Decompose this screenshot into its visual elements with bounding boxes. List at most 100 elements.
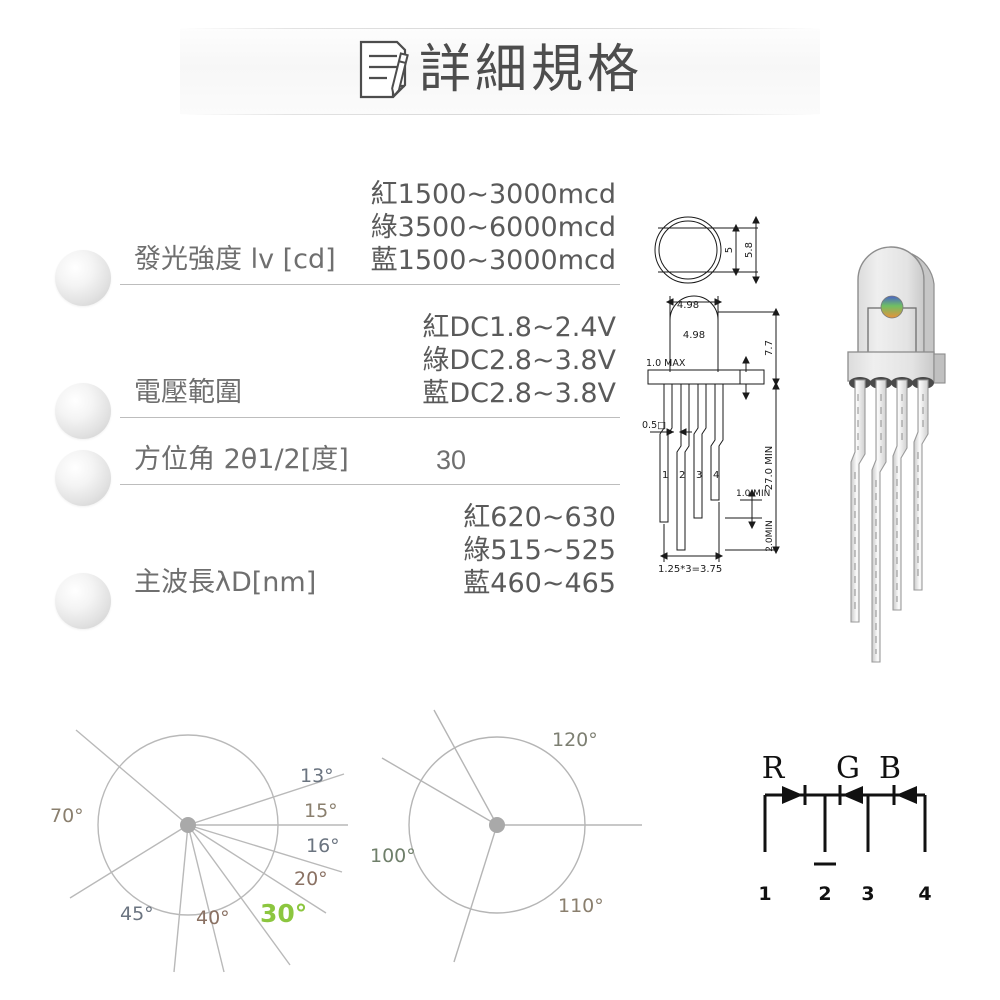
table-row: 發光強度 lv [cd] 紅1500~3000mcd 綠3500~6000mcd…	[55, 160, 620, 306]
led-leads	[850, 379, 929, 663]
ray-30	[187, 824, 291, 966]
lead-spacing-label: 1.25*3=3.75	[658, 564, 722, 575]
diode-g	[838, 785, 863, 805]
spec-value: 紅620~630	[463, 502, 616, 534]
angle-chart-right: 120° 100° 110°	[352, 700, 652, 970]
ray-20	[187, 824, 327, 914]
lead-length-dim	[725, 381, 780, 555]
lead-center-lines	[854, 394, 924, 654]
side-view-width-label: 4.98	[683, 330, 705, 341]
ray-70a	[75, 729, 189, 826]
side-view-height-dim	[718, 307, 780, 401]
spec-value: 紅1500~3000mcd	[370, 179, 616, 211]
schematic-pin-1: 1	[758, 883, 771, 905]
angle-label-120: 120°	[552, 729, 598, 751]
led-illustration	[838, 222, 988, 692]
led-dome-side	[911, 253, 935, 358]
page-title-group: 詳細規格	[0, 22, 1000, 118]
top-view-width-label: 4.98	[677, 300, 699, 311]
angle-center-dot-right	[489, 817, 505, 833]
header-band-fill	[180, 29, 820, 114]
angle-label-100: 100°	[370, 845, 416, 867]
schematic-pin-4: 4	[918, 883, 931, 905]
ray-70b	[69, 824, 189, 899]
spec-value: 綠DC2.8~3.8V	[422, 345, 616, 377]
spec-value: 綠3500~6000mcd	[370, 212, 616, 244]
schematic-label-g: G	[836, 751, 860, 786]
ray-13	[187, 773, 345, 826]
bullet-sphere-icon	[55, 383, 111, 439]
spec-value: 藍1500~3000mcd	[370, 245, 616, 277]
schematic-wires	[763, 793, 927, 852]
header-band-line-top	[180, 28, 820, 29]
ray-45	[173, 824, 189, 973]
side-view-height-label: 7.7	[764, 340, 775, 356]
lead-step-dims	[725, 488, 762, 530]
bullet-sphere-icon	[55, 450, 111, 506]
top-view-inner-height-label: 5	[724, 247, 735, 253]
top-view-circles	[654, 216, 722, 284]
bullet-sphere-icon	[55, 573, 111, 629]
angle-label-40: 40°	[196, 907, 230, 929]
top-view-outer-height-label: 5.8	[744, 242, 755, 258]
side-view-body	[647, 295, 765, 385]
ray-110a	[433, 709, 498, 826]
angle-center-dot	[180, 817, 196, 833]
side-view-width-dim	[665, 296, 723, 372]
spec-values: 紅620~630 綠515~525 藍460~465	[463, 502, 616, 603]
pin-number-2: 2	[679, 470, 685, 481]
lead-pitch-dim	[650, 428, 692, 436]
lead-spacing-dim	[659, 502, 724, 562]
diode-r	[782, 785, 807, 805]
table-row: 主波長λD[nm] 紅620~630 綠515~525 藍460~465	[55, 485, 620, 629]
angle-label-45: 45°	[120, 903, 154, 925]
spec-values: 紅DC1.8~2.4V 綠DC2.8~3.8V 藍DC2.8~3.8V	[422, 312, 616, 413]
schematic-label-r: R	[762, 751, 786, 786]
angle-label-15: 15°	[304, 800, 338, 822]
lead-step-label: 1.0 MIN	[736, 489, 770, 499]
bullet-sphere-icon	[55, 250, 111, 306]
angle-chart-left: 70° 13° 15° 16° 20° 30° 40° 45°	[28, 700, 358, 973]
led-flange-side	[933, 353, 946, 384]
schematic-pin-3: 3	[861, 883, 874, 905]
angle-label-13: 13°	[300, 765, 334, 787]
ray-16	[187, 824, 343, 873]
angle-label-16: 16°	[306, 835, 340, 857]
spec-value: 30	[435, 445, 466, 475]
diode-b	[892, 785, 917, 805]
pin-number-4: 4	[713, 470, 719, 481]
header-band-line-bottom	[180, 114, 820, 115]
rgb-schematic: R G B	[735, 751, 975, 912]
header-band	[0, 22, 1000, 118]
lead-bottom-label: 2.0MIN	[765, 520, 775, 551]
page-title: 詳細規格	[418, 40, 643, 100]
lead-pins	[659, 383, 724, 551]
ray-110b	[453, 824, 498, 963]
angle-label-70: 70°	[50, 805, 84, 827]
table-row: 電壓範圍 紅DC1.8~2.4V 綠DC2.8~3.8V 藍DC2.8~3.8V	[55, 285, 620, 439]
spec-value: 綠515~525	[463, 535, 616, 567]
top-view-dimensions	[718, 215, 760, 285]
spec-label: 主波長λD[nm]	[134, 567, 317, 598]
spec-label: 方位角 2θ1/2[度]	[134, 444, 349, 475]
angle-label-30-highlight: 30°	[260, 899, 307, 928]
schematic-pin-2: 2	[818, 883, 831, 905]
spec-label: 發光強度 lv [cd]	[134, 244, 336, 275]
pin-number-3: 3	[696, 470, 702, 481]
angle-label-20: 20°	[294, 868, 328, 890]
schematic-label-b: B	[879, 751, 901, 786]
angle-label-110: 110°	[558, 895, 604, 917]
table-row: 方位角 2θ1/2[度] 30	[55, 418, 620, 506]
spec-value: 紅DC1.8~2.4V	[422, 312, 616, 344]
spec-values: 紅1500~3000mcd 綠3500~6000mcd 藍1500~3000mc…	[371, 179, 616, 280]
spec-value: 藍460~465	[463, 568, 616, 600]
rgb-chip-icon	[880, 295, 904, 319]
spec-value: 藍DC2.8~3.8V	[422, 378, 616, 410]
flange-label: 1.0 MAX	[646, 358, 686, 369]
ray-100	[381, 757, 498, 826]
lead-pitch-label: 0.5□	[642, 420, 666, 431]
technical-drawing: 4.98 5 5.8 4.98 7.7 1.0 MAX 0.5□ 27.0 MI…	[640, 200, 840, 700]
pin-number-1: 1	[662, 470, 668, 481]
spec-table: 發光強度 lv [cd] 紅1500~3000mcd 綠3500~6000mcd…	[55, 160, 620, 629]
